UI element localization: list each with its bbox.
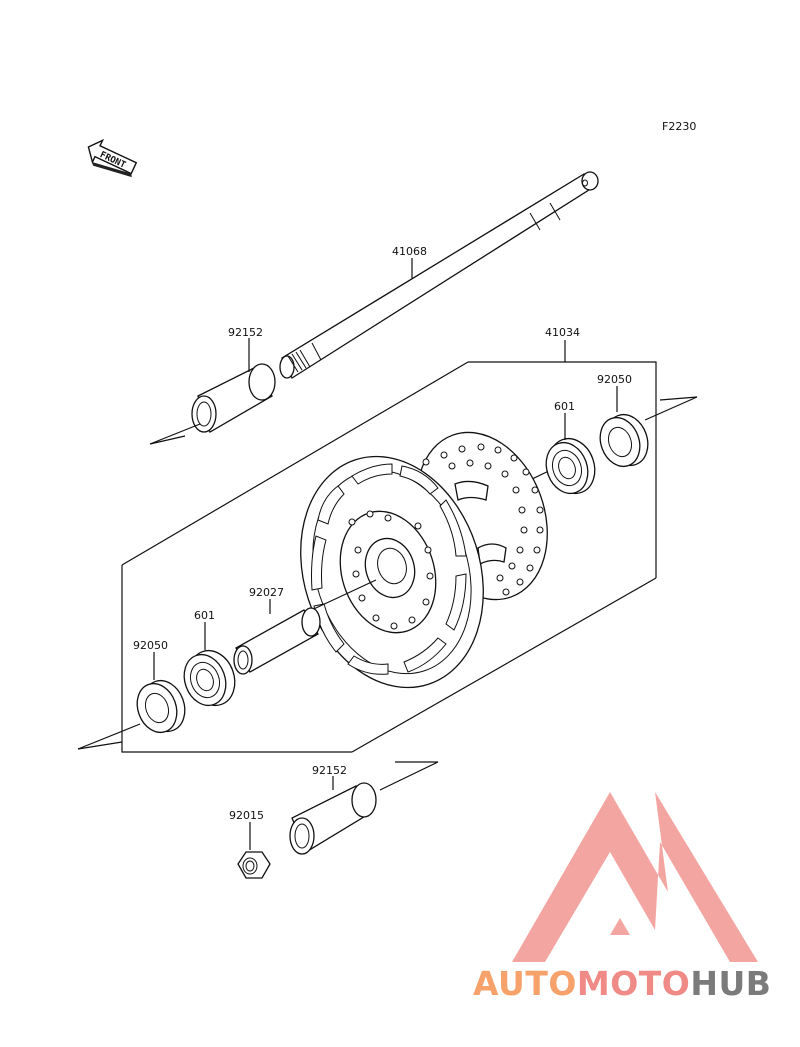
front-arrow-icon: FRONT (87, 138, 138, 178)
wheel-rim (300, 455, 484, 689)
bearing-left (183, 649, 236, 707)
collar-left-part-number: 92152 (228, 326, 263, 339)
watermark-text: AUTOMOTOHUB (473, 964, 771, 1003)
watermark-logo-icon (512, 792, 758, 962)
hub-part-number: 41034 (545, 326, 580, 339)
seal-right (599, 413, 649, 468)
axle (279, 171, 599, 379)
seal-left-part-number: 92050 (133, 639, 168, 652)
hub-bracket-lower (121, 565, 352, 753)
nut-part-number: 92015 (229, 809, 264, 822)
watermark-auto: AUTO (473, 964, 577, 1003)
bearing-right-part-number: 601 (554, 400, 575, 413)
collar-left (191, 363, 276, 433)
diagram-code: F2230 (662, 120, 696, 133)
spacer-part-number: 92027 (249, 586, 284, 599)
seal-left (136, 679, 186, 734)
nut (237, 851, 271, 879)
bearing-right (545, 437, 596, 495)
spacer (233, 607, 321, 675)
seal-right-part-number: 92050 (597, 373, 632, 386)
watermark-hub: HUB (690, 964, 771, 1003)
bearing-left-part-number: 601 (194, 609, 215, 622)
collar-bottom (289, 782, 377, 855)
axle-part-number: 41068 (392, 245, 427, 258)
hub-bracket-upper (468, 361, 657, 578)
watermark-moto: MOTO (577, 964, 690, 1003)
collar-bottom-part-number: 92152 (312, 764, 347, 777)
